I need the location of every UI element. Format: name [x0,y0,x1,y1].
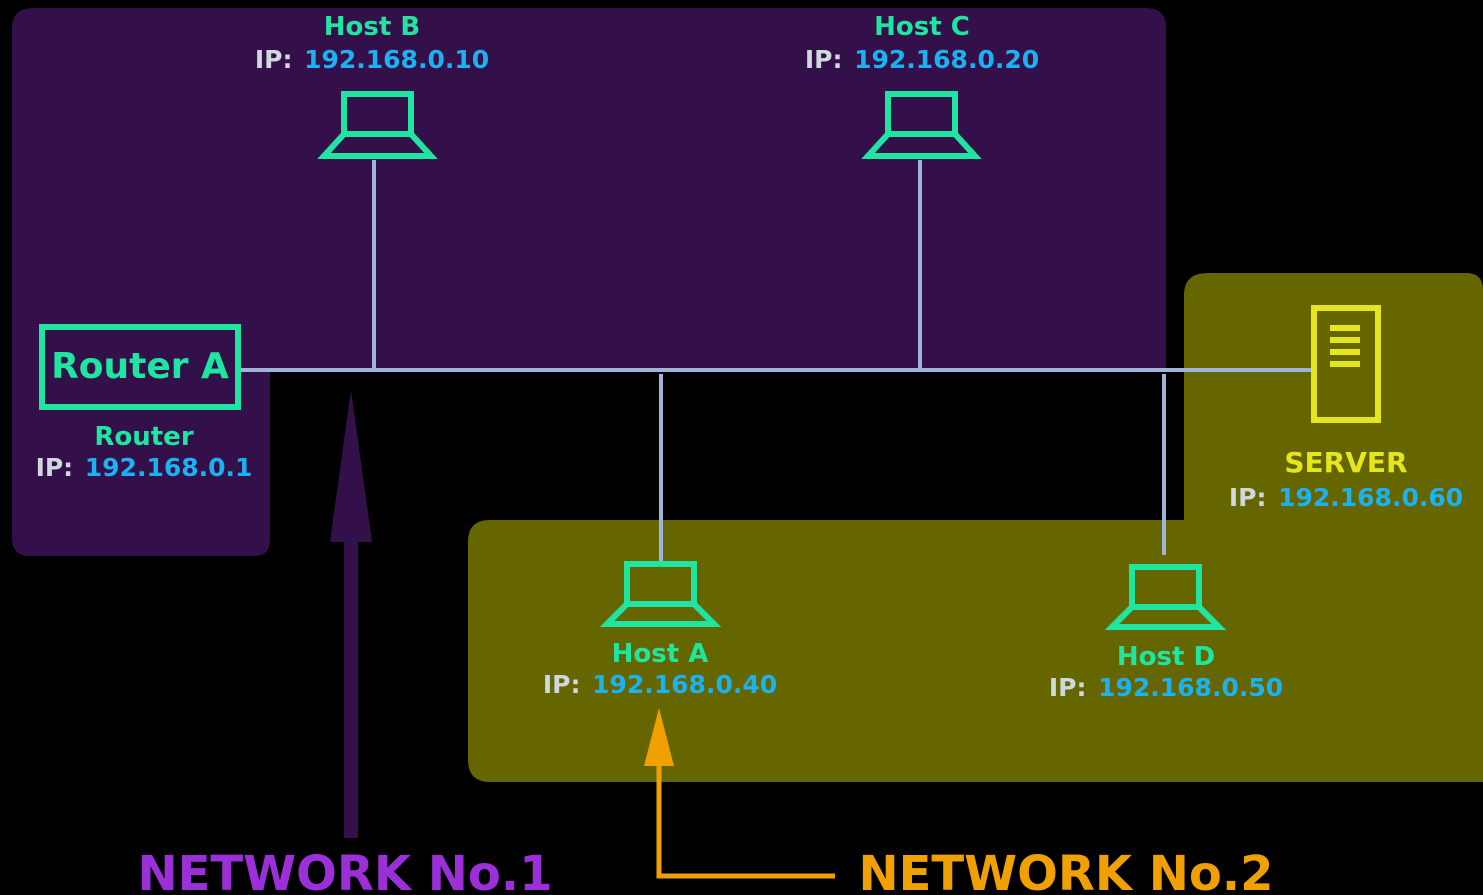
router-name: Router [94,422,193,452]
network-2-zone [468,273,1483,782]
host-b-ip: IP: 192.168.0.10 [255,45,489,74]
host-c: Host C IP: 192.168.0.20 [805,12,1039,159]
laptop-icon [1104,564,1227,630]
host-a-name: Host A [612,639,709,669]
host-d: Host D IP: 192.168.0.50 [1049,564,1283,702]
host-b: Host B IP: 192.168.0.10 [255,12,489,159]
router-box-label: Router A [51,346,229,387]
server-icon [1311,305,1381,423]
router-a: Router A Router IP: 192.168.0.1 [36,324,253,482]
server: SERVER IP: 192.168.0.60 [1229,305,1463,512]
host-c-name: Host C [874,12,970,42]
host-c-ip: IP: 192.168.0.20 [805,45,1039,74]
network-1-arrow [330,390,372,838]
laptop-icon [861,91,982,159]
network-1-label: NETWORK No.1 [137,846,552,895]
network-2-arrow [644,708,835,879]
host-d-name: Host D [1117,642,1215,672]
host-b-name: Host B [324,12,420,42]
laptop-icon [317,91,438,159]
server-ip: IP: 192.168.0.60 [1229,483,1463,512]
network-2-label: NETWORK No.2 [858,846,1273,895]
router-ip: IP: 192.168.0.1 [36,453,253,482]
laptop-icon [599,561,722,627]
host-a-ip: IP: 192.168.0.40 [543,670,777,699]
host-a: Host A IP: 192.168.0.40 [543,561,777,699]
host-d-ip: IP: 192.168.0.50 [1049,673,1283,702]
router-box [39,324,241,410]
server-name: SERVER [1284,446,1407,479]
